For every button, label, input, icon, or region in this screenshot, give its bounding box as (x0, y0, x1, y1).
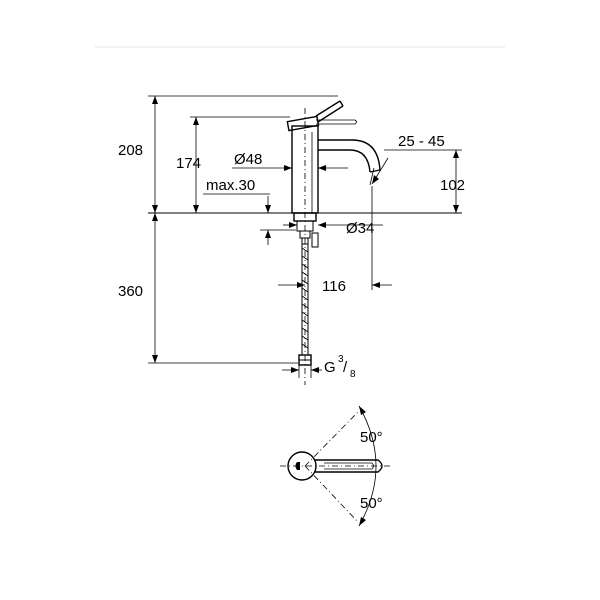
dim-max-thickness: max.30 (203, 177, 296, 245)
dim-connection-thread-slash: / (343, 359, 348, 376)
dim-projection: 116 (278, 186, 392, 295)
swivel-arc-bottom-arrow (359, 517, 366, 526)
dim-connection-thread-letter: G (324, 359, 336, 376)
top-view-body (287, 451, 317, 481)
side-view: 208 174 Ø48 max.30 (118, 95, 465, 385)
faucet-lever (286, 100, 357, 132)
top-view: 50° 50° (280, 405, 390, 527)
dim-shank-diameter-label: Ø34 (346, 220, 374, 237)
dim-spout-angle-label: 25 - 45 (398, 133, 445, 150)
mounting-shank (293, 212, 319, 248)
swivel-arc-top-arrow (359, 406, 366, 415)
dim-outlet-height-label: 102 (440, 177, 465, 194)
dim-connection-thread-denominator: 8 (350, 369, 356, 380)
dim-spout-height: 174 (176, 116, 290, 213)
dim-body-diameter-label: Ø48 (234, 151, 262, 168)
dim-spout-height-label: 174 (176, 155, 201, 172)
dim-spout-angle: 25 - 45 (369, 133, 462, 186)
dim-body-diameter: Ø48 (232, 151, 348, 171)
dim-total-height: 208 (118, 95, 338, 213)
supply-hose (298, 244, 312, 366)
top-view-spout (315, 459, 383, 473)
dim-connection-thread-numerator: 3 (338, 354, 344, 365)
top-view-handle-base (295, 462, 300, 470)
dim-outlet-height: 102 (440, 150, 465, 213)
dim-hose-length: 360 (118, 213, 298, 364)
dim-projection-label: 116 (322, 278, 346, 295)
dim-max-thickness-label: max.30 (206, 177, 255, 194)
dim-total-height-label: 208 (118, 142, 143, 159)
dim-hose-length-label: 360 (118, 283, 143, 300)
swivel-angle-top-label: 50° (360, 429, 383, 446)
dim-shank-diameter: Ø34 (283, 220, 383, 237)
dim-connection-thread: G 3 / 8 (282, 354, 356, 380)
faucet-spout (318, 139, 381, 173)
swivel-angle-bottom-label: 50° (360, 495, 383, 512)
